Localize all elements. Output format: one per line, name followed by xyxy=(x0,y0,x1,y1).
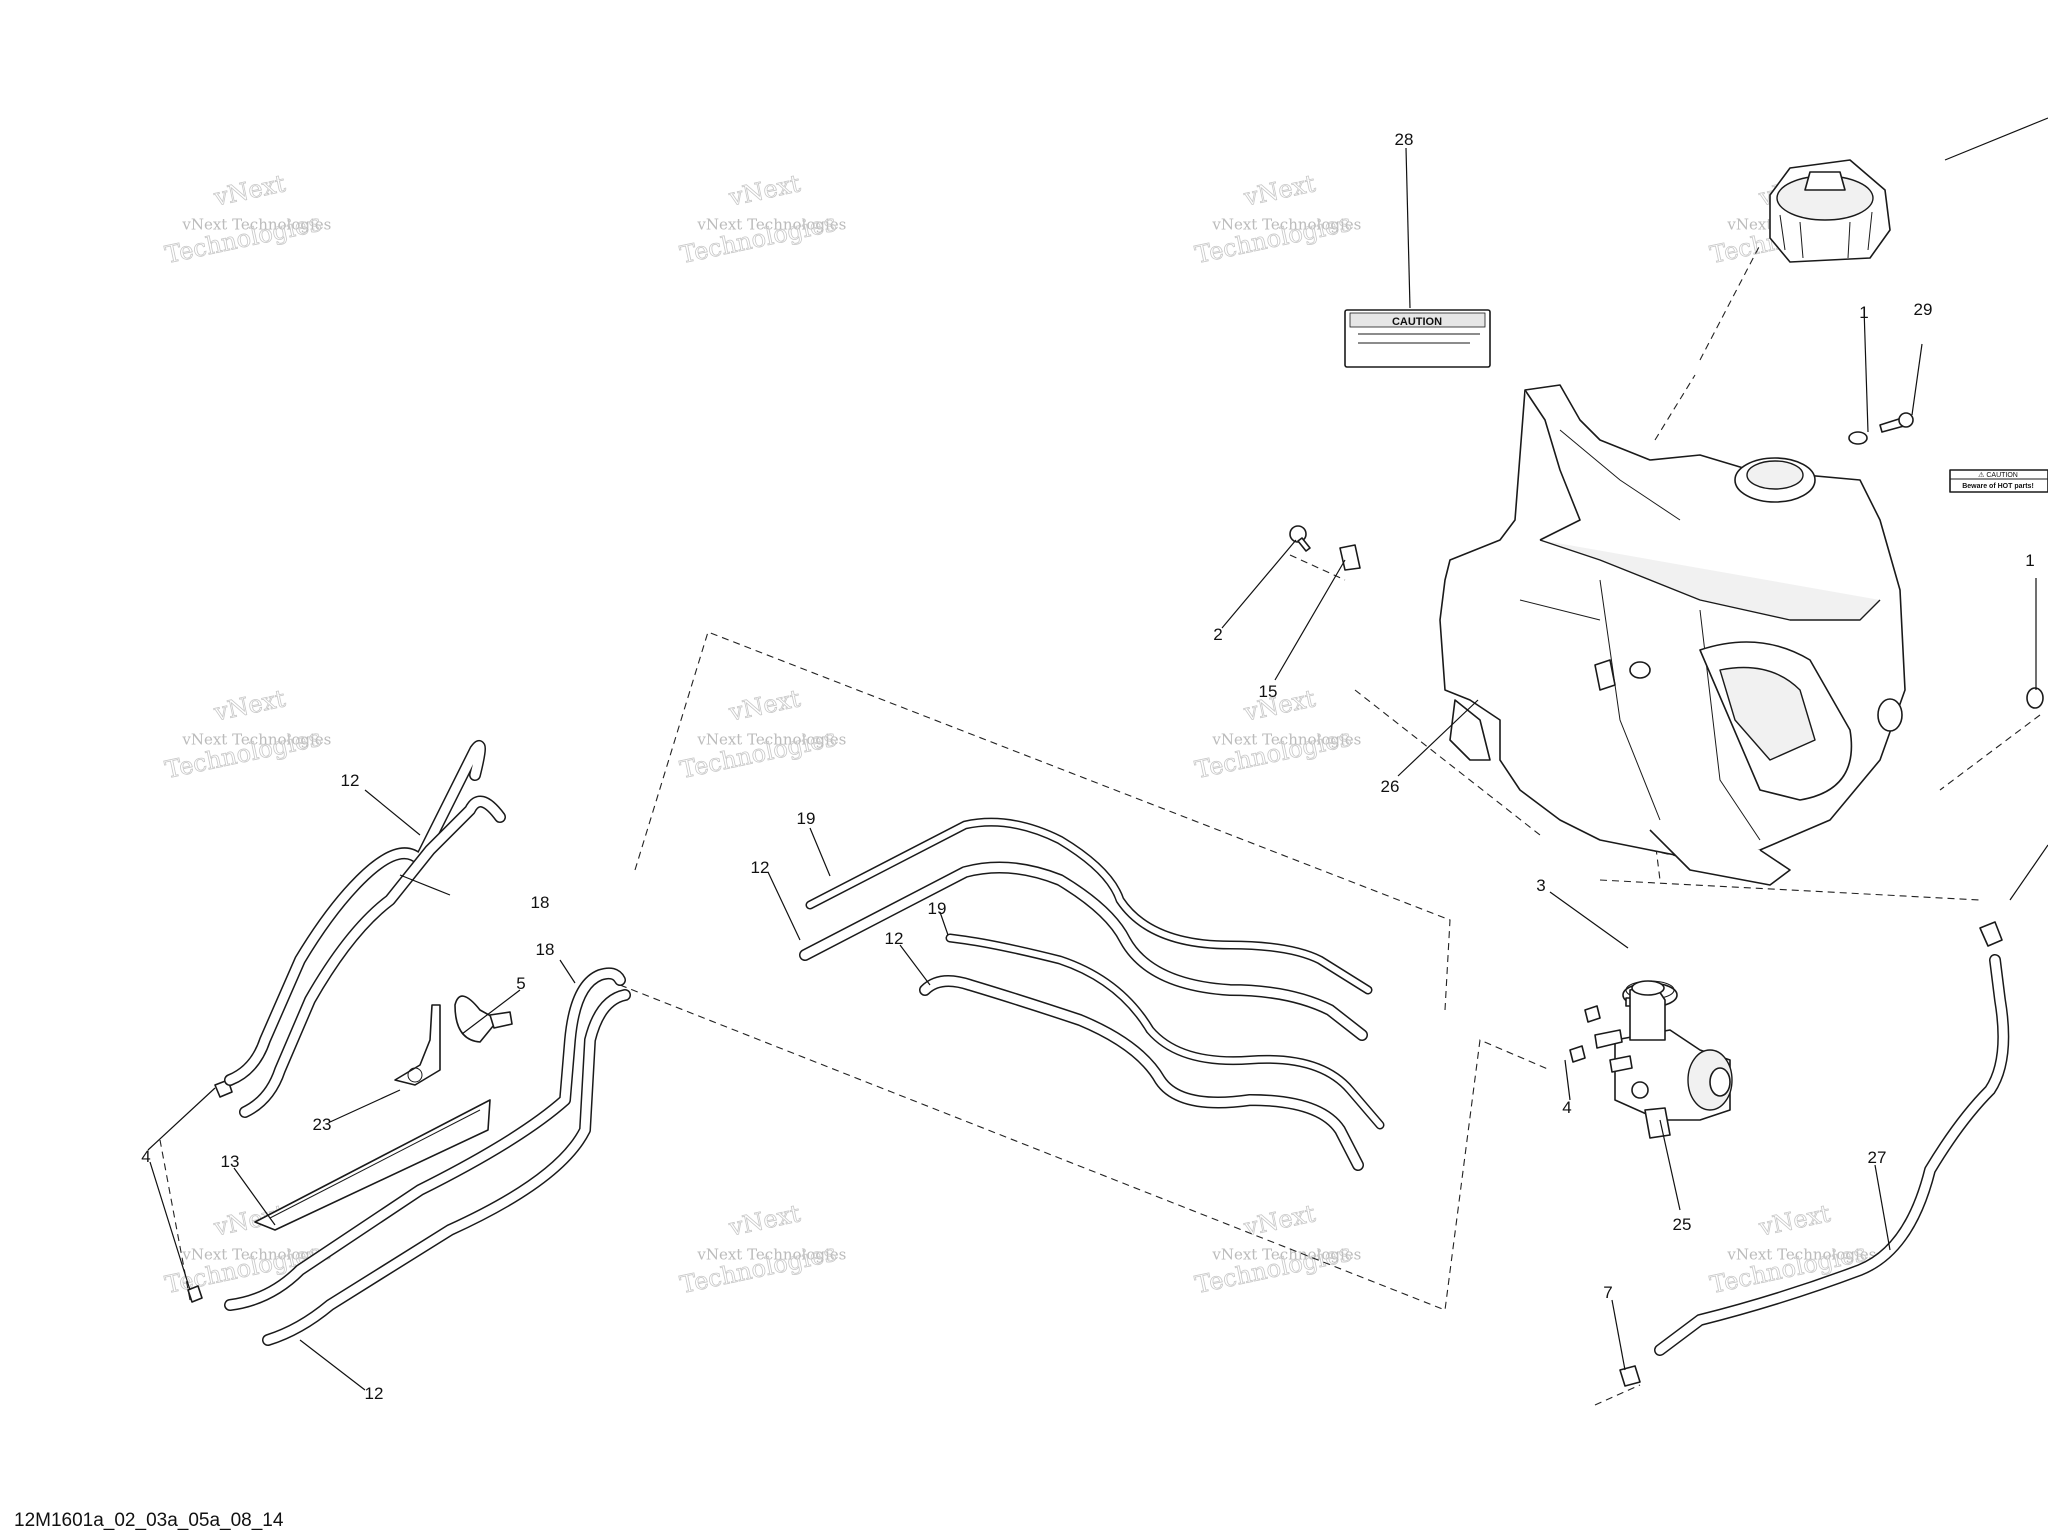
svg-text:vNext Technologies: vNext Technologies xyxy=(1211,215,1361,233)
caution-decal-text: CAUTION xyxy=(1392,316,1442,328)
callout-3: 3 xyxy=(1536,876,1545,895)
callout-18-b: 18 xyxy=(536,940,555,959)
hose-19-bottom xyxy=(945,933,1385,1130)
callout-4-left: 4 xyxy=(141,1147,150,1166)
svg-text:vNext: vNext xyxy=(211,684,289,727)
callout-4-pump: 4 xyxy=(1562,1098,1571,1117)
callout-29: 29 xyxy=(1914,300,1933,319)
svg-text:vNext: vNext xyxy=(1241,1199,1319,1242)
callout-13: 13 xyxy=(221,1152,240,1171)
foam-insert xyxy=(254,1099,491,1231)
svg-text:vNext Technologies: vNext Technologies xyxy=(181,1245,331,1263)
callout-12-d: 12 xyxy=(885,929,904,948)
callout-18-a: 18 xyxy=(531,893,550,912)
svg-text:vNext Technologies: vNext Technologies xyxy=(696,1245,846,1263)
callout-27: 27 xyxy=(1868,1148,1887,1167)
hose-19-top xyxy=(805,817,1373,995)
hot-parts-decal: ⚠ CAUTION Beware of HOT parts! xyxy=(1949,469,2048,493)
fuel-tank xyxy=(1439,384,1906,886)
hose-12-left-top xyxy=(224,739,486,1086)
callout-5: 5 xyxy=(516,974,525,993)
svg-text:vNext Technologies: vNext Technologies xyxy=(1211,1245,1361,1263)
hose-12-bottom xyxy=(919,975,1364,1171)
callout-numbers: 28 1 29 2 15 26 1 3 4 25 7 27 12 18 5 23… xyxy=(141,130,2034,1403)
callout-7: 7 xyxy=(1603,1283,1612,1302)
svg-text:vNext Technologies: vNext Technologies xyxy=(696,730,846,748)
svg-text:vNext: vNext xyxy=(211,169,289,212)
callout-26: 26 xyxy=(1381,777,1400,796)
fuel-pump xyxy=(1594,980,1733,1139)
callout-2: 2 xyxy=(1213,625,1222,644)
callout-12-b: 12 xyxy=(365,1384,384,1403)
hose-18-left-top xyxy=(239,795,506,1118)
callout-15: 15 xyxy=(1259,682,1278,701)
callout-23: 23 xyxy=(313,1115,332,1134)
svg-text:vNext: vNext xyxy=(726,1199,804,1242)
callout-leaders xyxy=(147,117,2048,1391)
svg-text:vNext Technologies: vNext Technologies xyxy=(1211,730,1361,748)
hot-decal-title: ⚠ CAUTION xyxy=(1978,471,2018,479)
hot-decal-text: Beware of HOT parts! xyxy=(1962,483,2034,490)
hose-12-top xyxy=(799,861,1368,1041)
fuel-cap xyxy=(1769,159,1891,263)
callout-19-b: 19 xyxy=(928,899,947,918)
svg-text:vNext Technologies: vNext Technologies xyxy=(696,215,846,233)
callout-12-c: 12 xyxy=(751,858,770,877)
svg-text:vNext: vNext xyxy=(1756,1199,1834,1242)
svg-text:vNext Technologies: vNext Technologies xyxy=(181,730,331,748)
hose-18-left-bottom xyxy=(224,967,626,1311)
svg-text:vNext: vNext xyxy=(726,169,804,212)
callout-19-a: 19 xyxy=(797,809,816,828)
hose-12-left-bottom xyxy=(262,989,631,1346)
hose-27 xyxy=(1654,954,2010,1356)
callout-1-top: 1 xyxy=(1859,303,1868,322)
svg-text:vNext: vNext xyxy=(1241,169,1319,212)
callout-1-right: 1 xyxy=(2025,551,2034,570)
svg-text:vNext Technologies: vNext Technologies xyxy=(1726,1245,1876,1263)
svg-text:vNext: vNext xyxy=(1241,684,1319,727)
drawing-number: 12M1601a_02_03a_05a_08_14 xyxy=(14,1510,284,1531)
callout-12-a: 12 xyxy=(341,771,360,790)
svg-text:vNext: vNext xyxy=(726,684,804,727)
callout-28: 28 xyxy=(1395,130,1414,149)
callout-25: 25 xyxy=(1673,1215,1692,1234)
caution-decal: CAUTION xyxy=(1344,309,1491,368)
svg-text:vNext Technologies: vNext Technologies xyxy=(181,215,331,233)
hoses xyxy=(224,739,2010,1356)
